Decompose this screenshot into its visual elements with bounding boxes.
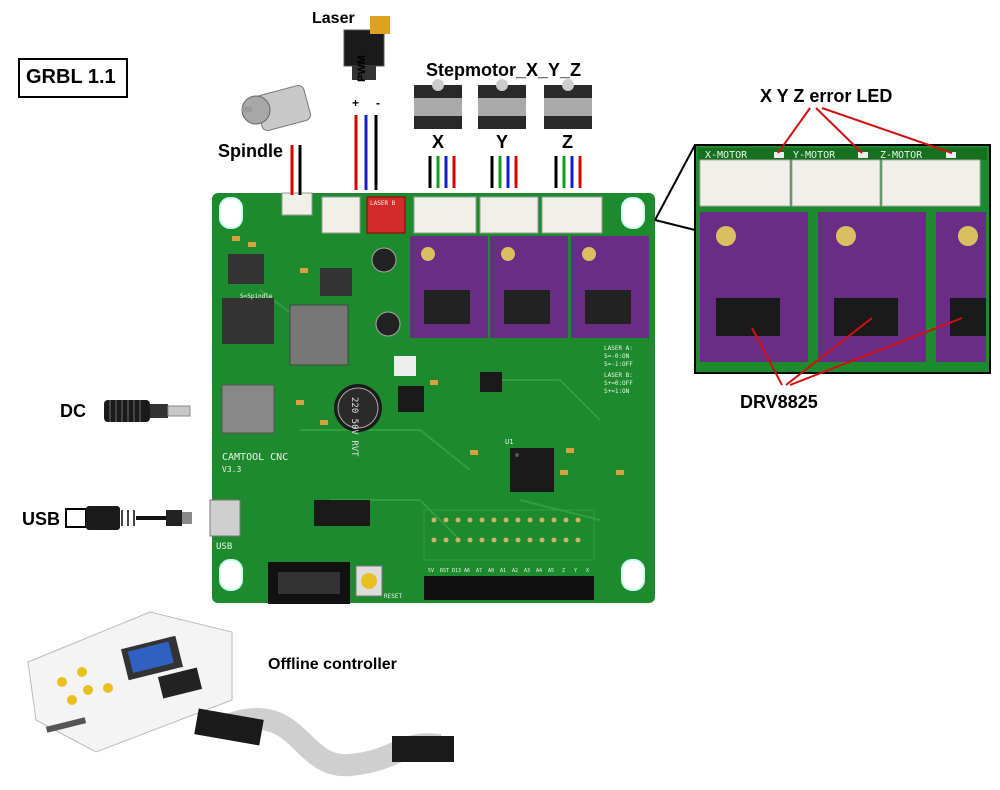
laser-notes: LASER A: S=-0:ON S=-1:OFF LASER B: S+=0:… <box>604 345 633 395</box>
x-motor-wires <box>428 156 456 188</box>
laser-note: LASER B: <box>604 372 633 379</box>
pin-label: Z <box>562 568 565 574</box>
x-motor-connector <box>413 196 477 234</box>
pin-label: A1 <box>500 568 506 574</box>
pwm-label: PWM <box>356 55 368 82</box>
capacitor-small-1 <box>371 247 397 273</box>
mcu-chip <box>510 448 554 492</box>
ribbon-cable <box>194 708 454 777</box>
silk-laser-b: LASER B <box>370 200 396 207</box>
usb-label: USB <box>22 509 61 529</box>
laser-note: S+=1:ON <box>604 388 630 395</box>
y-motor-wires <box>490 156 518 188</box>
pin-header <box>423 509 595 600</box>
drv8825-pointers <box>751 317 963 386</box>
pin-label: A0 <box>488 568 494 574</box>
smd-components <box>232 236 624 475</box>
pin-label: A5 <box>548 568 554 574</box>
silk-u1: U1 <box>505 438 513 446</box>
pwm-plus-label: + <box>352 96 360 110</box>
z-motor-wires <box>554 156 582 188</box>
zoom-callout-lines <box>654 144 696 231</box>
laser-b-connector <box>366 196 406 234</box>
pin-header-dots <box>431 517 581 543</box>
regulator-block <box>221 254 349 434</box>
board-name: CAMTOOL CNC <box>222 452 288 463</box>
silk-x-motor: X-MOTOR <box>418 200 444 207</box>
laser-note: S=-0:ON <box>604 353 630 360</box>
laser-a-connector <box>321 196 361 234</box>
board-usb-jack <box>209 499 241 537</box>
dc-label: DC <box>60 401 86 421</box>
reset-button <box>355 565 383 597</box>
drv8825-label: DRV8825 <box>740 392 818 412</box>
pin-label: Y <box>574 568 577 574</box>
spindle-motor <box>241 84 311 132</box>
header-pin-labels: 5V RST D13 A6 A7 A0 A1 A2 A3 A4 A5 Z Y X <box>428 568 589 574</box>
capacitor-small-2 <box>375 311 401 337</box>
pwm-minus-label: - <box>376 96 380 110</box>
capacitor-large <box>334 384 382 432</box>
error-led-label: X Y Z error LED <box>760 86 893 106</box>
zoom-panel <box>694 144 991 374</box>
zoom-y-motor: Y-MOTOR <box>793 150 836 161</box>
pin-label: A2 <box>512 568 518 574</box>
board-driver-z <box>571 236 649 338</box>
laser-note: LASER A: <box>604 345 633 352</box>
error-led-pointers <box>777 107 953 154</box>
silk-spindle: S=Spindle <box>240 293 273 300</box>
silk-y-motor: Y-MOTOR <box>484 200 510 207</box>
board-driver-x <box>410 236 488 338</box>
silk-laser-a: LASER A <box>325 200 351 207</box>
pin-label: A3 <box>524 568 530 574</box>
idc-header <box>268 562 350 604</box>
pin-label: A4 <box>536 568 542 574</box>
pin-label: A7 <box>476 568 482 574</box>
pin-label: D13 <box>452 568 461 574</box>
title-box: GRBL 1.1 <box>18 58 128 98</box>
silk-z-motor: Z-MOTOR <box>546 200 572 207</box>
stepper-motor-y <box>478 79 526 129</box>
spindle-connector <box>281 192 313 216</box>
pin-label: RST <box>440 568 449 574</box>
y-motor-connector <box>479 196 539 234</box>
stepmotor-label: Stepmotor_X_Y_Z <box>426 60 582 80</box>
x-axis-label: X <box>432 132 445 152</box>
z-axis-label: Z <box>562 132 573 152</box>
spindle-wires <box>290 145 302 195</box>
board-version: V3.3 <box>222 465 241 474</box>
title: GRBL 1.1 <box>26 66 116 88</box>
y-axis-label: Y <box>496 132 509 152</box>
pin-label: 5V <box>428 568 434 574</box>
laser-label: Laser <box>312 10 355 27</box>
silk-reset: RESET <box>384 593 402 600</box>
laser-wires <box>354 115 378 190</box>
stepper-motor-z <box>544 79 592 129</box>
laser-note: S+=0:OFF <box>604 380 633 387</box>
board-driver-y <box>490 236 568 338</box>
offline-controller <box>27 611 233 753</box>
pin-label: A6 <box>464 568 470 574</box>
board-usb-silk: USB <box>216 542 232 552</box>
cap-large-label: 220 50V RVT <box>349 397 359 457</box>
zoom-x-motor: X-MOTOR <box>705 150 748 161</box>
laser-module <box>343 16 390 80</box>
chip-u2 <box>314 356 502 526</box>
offline-controller-label: Offline controller <box>268 656 397 673</box>
inductor <box>320 268 352 296</box>
dc-jack <box>104 400 191 422</box>
pin-label: X <box>586 568 589 574</box>
zoom-z-motor: Z-MOTOR <box>880 150 923 161</box>
usb-cable <box>65 506 192 530</box>
z-motor-connector <box>541 196 603 234</box>
laser-note: S=-1:OFF <box>604 361 633 368</box>
stepper-motor-x <box>414 79 462 129</box>
spindle-label: Spindle <box>218 141 284 161</box>
